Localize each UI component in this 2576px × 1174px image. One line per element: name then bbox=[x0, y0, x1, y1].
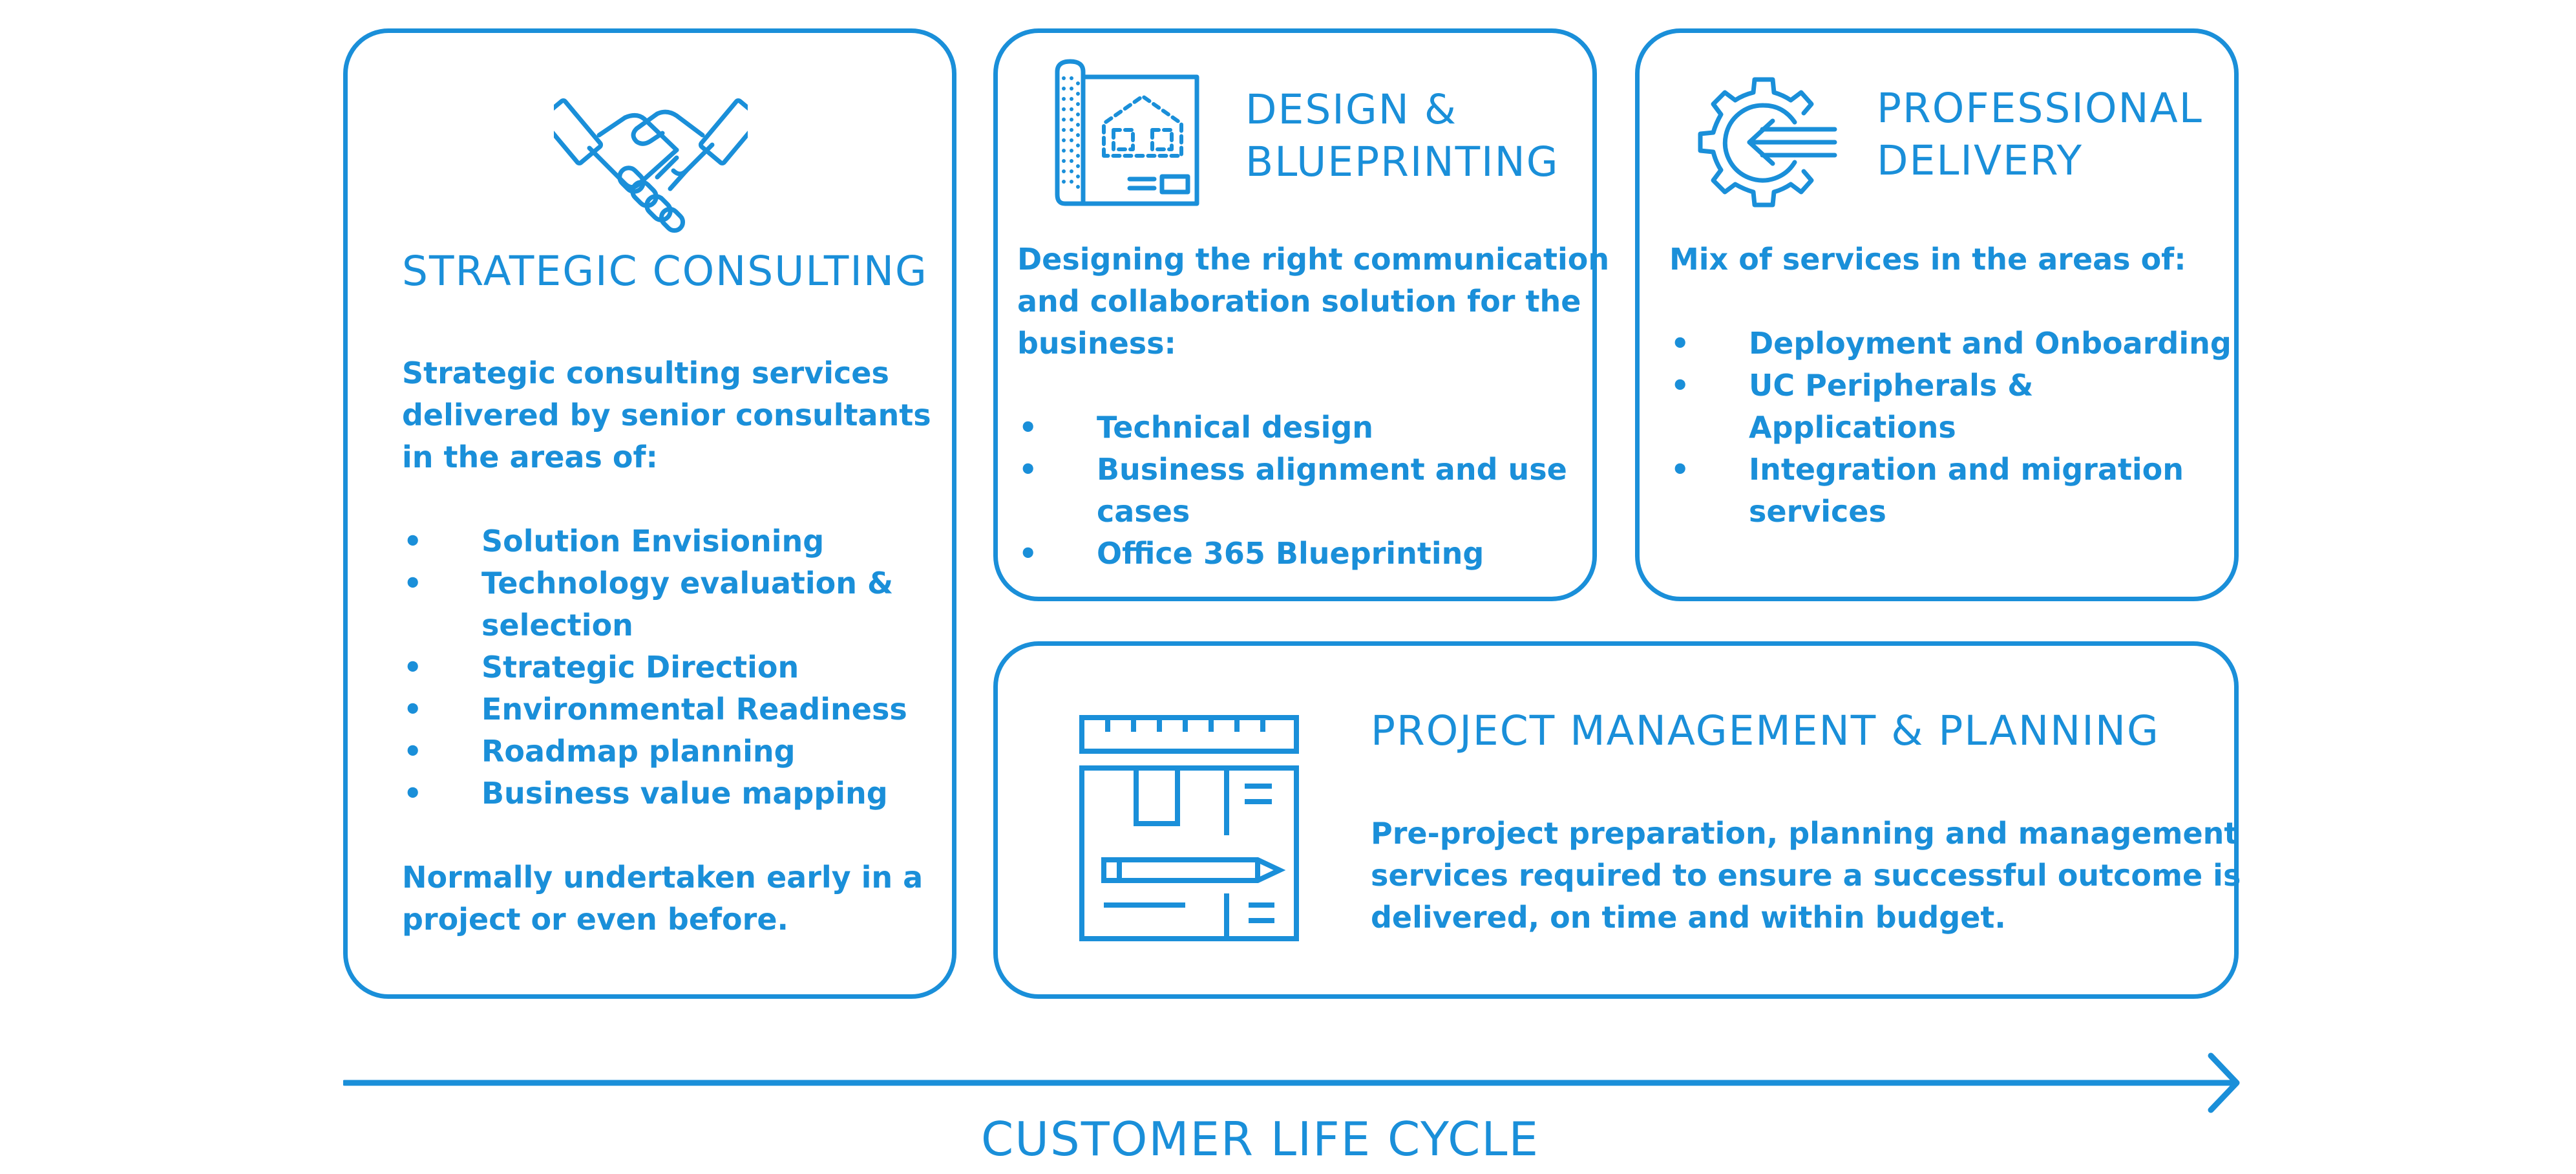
bullet-icon: • bbox=[403, 734, 423, 769]
services-list: •Technical design •Business alignment an… bbox=[1017, 407, 1586, 575]
list-item: •Deployment and Onboarding bbox=[1669, 323, 2232, 365]
list-item: •UC Peripherals &Applications bbox=[1669, 365, 2225, 449]
strategic-consulting-card: STRATEGIC CONSULTING Strategic consultin… bbox=[343, 28, 956, 999]
outro-line: project or even before. bbox=[402, 902, 788, 937]
card-title: STRATEGIC CONSULTING bbox=[402, 248, 928, 295]
list-item: •Environmental Readiness bbox=[402, 688, 945, 731]
gear-arrow-icon bbox=[1686, 64, 1841, 213]
professional-delivery-card: PROFESSIONAL DELIVERY Mix of services in… bbox=[1635, 28, 2239, 601]
design-blueprinting-card: DESIGN & BLUEPRINTING Designing the righ… bbox=[993, 28, 1610, 601]
title-line: DESIGN & bbox=[1245, 86, 1457, 133]
intro-line: and collaboration solution for the bbox=[1017, 284, 1581, 319]
arrow-right-icon bbox=[341, 1051, 2243, 1118]
list-item: •Strategic Direction bbox=[402, 646, 945, 688]
intro-line: Strategic consulting services bbox=[402, 356, 889, 390]
title-line: PROFESSIONAL bbox=[1877, 85, 2203, 132]
title-line: DELIVERY bbox=[1877, 137, 2084, 184]
bullet-icon: • bbox=[403, 776, 423, 811]
outro-line: Normally undertaken early in a bbox=[402, 860, 924, 895]
bullet-icon: • bbox=[1019, 410, 1038, 445]
intro-line: Designing the right communication bbox=[1017, 242, 1610, 277]
body-line: delivered, on time and within budget. bbox=[1371, 900, 2006, 935]
intro-line: Mix of services in the areas of: bbox=[1669, 242, 2186, 277]
body-line: Pre-project preparation, planning and ma… bbox=[1371, 816, 2239, 851]
card-body: Mix of services in the areas of: •Deploy… bbox=[1669, 239, 2232, 533]
list-item: •Technical design bbox=[1017, 407, 1586, 449]
bullet-icon: • bbox=[403, 692, 423, 727]
bullet-icon: • bbox=[1671, 326, 1690, 361]
body-line: services required to ensure a successful… bbox=[1371, 858, 2241, 893]
bullet-icon: • bbox=[1671, 452, 1690, 487]
blueprint-icon bbox=[1052, 59, 1202, 209]
list-item: •Roadmap planning bbox=[402, 731, 945, 773]
lifecycle-label: CUSTOMER LIFE CYCLE bbox=[981, 1112, 1539, 1166]
card-body: Designing the right communication and co… bbox=[1017, 239, 1610, 575]
drafting-board-icon bbox=[1079, 715, 1299, 941]
bullet-icon: • bbox=[1671, 368, 1690, 403]
intro-line: business: bbox=[1017, 326, 1176, 361]
card-title: DESIGN & BLUEPRINTING bbox=[1245, 83, 1559, 188]
list-item: •Business value mapping bbox=[402, 773, 945, 815]
bullet-icon: • bbox=[403, 566, 423, 601]
title-line: BLUEPRINTING bbox=[1245, 138, 1559, 186]
services-list: •Deployment and Onboarding •UC Periphera… bbox=[1669, 323, 2232, 533]
list-item: •Solution Envisioning bbox=[402, 520, 945, 562]
card-body: Pre-project preparation, planning and ma… bbox=[1371, 813, 2241, 939]
bullet-icon: • bbox=[1019, 536, 1038, 571]
intro-line: delivered by senior consultants bbox=[402, 398, 931, 432]
intro-line: in the areas of: bbox=[402, 440, 658, 475]
project-management-card: PROJECT MANAGEMENT & PLANNING Pre-projec… bbox=[993, 641, 2241, 999]
list-item: •Office 365 Blueprinting bbox=[1017, 533, 1586, 575]
handshake-icon bbox=[554, 74, 748, 235]
bullet-icon: • bbox=[403, 524, 423, 559]
bullet-icon: • bbox=[403, 650, 423, 685]
bullet-icon: • bbox=[1019, 452, 1038, 487]
services-list: •Solution Envisioning •Technology evalua… bbox=[402, 520, 945, 815]
card-title: PROFESSIONAL DELIVERY bbox=[1877, 82, 2203, 187]
card-title: PROJECT MANAGEMENT & PLANNING bbox=[1371, 707, 2160, 754]
list-item: •Technology evaluation &selection bbox=[402, 562, 945, 646]
card-body: Strategic consulting services delivered … bbox=[402, 352, 945, 941]
